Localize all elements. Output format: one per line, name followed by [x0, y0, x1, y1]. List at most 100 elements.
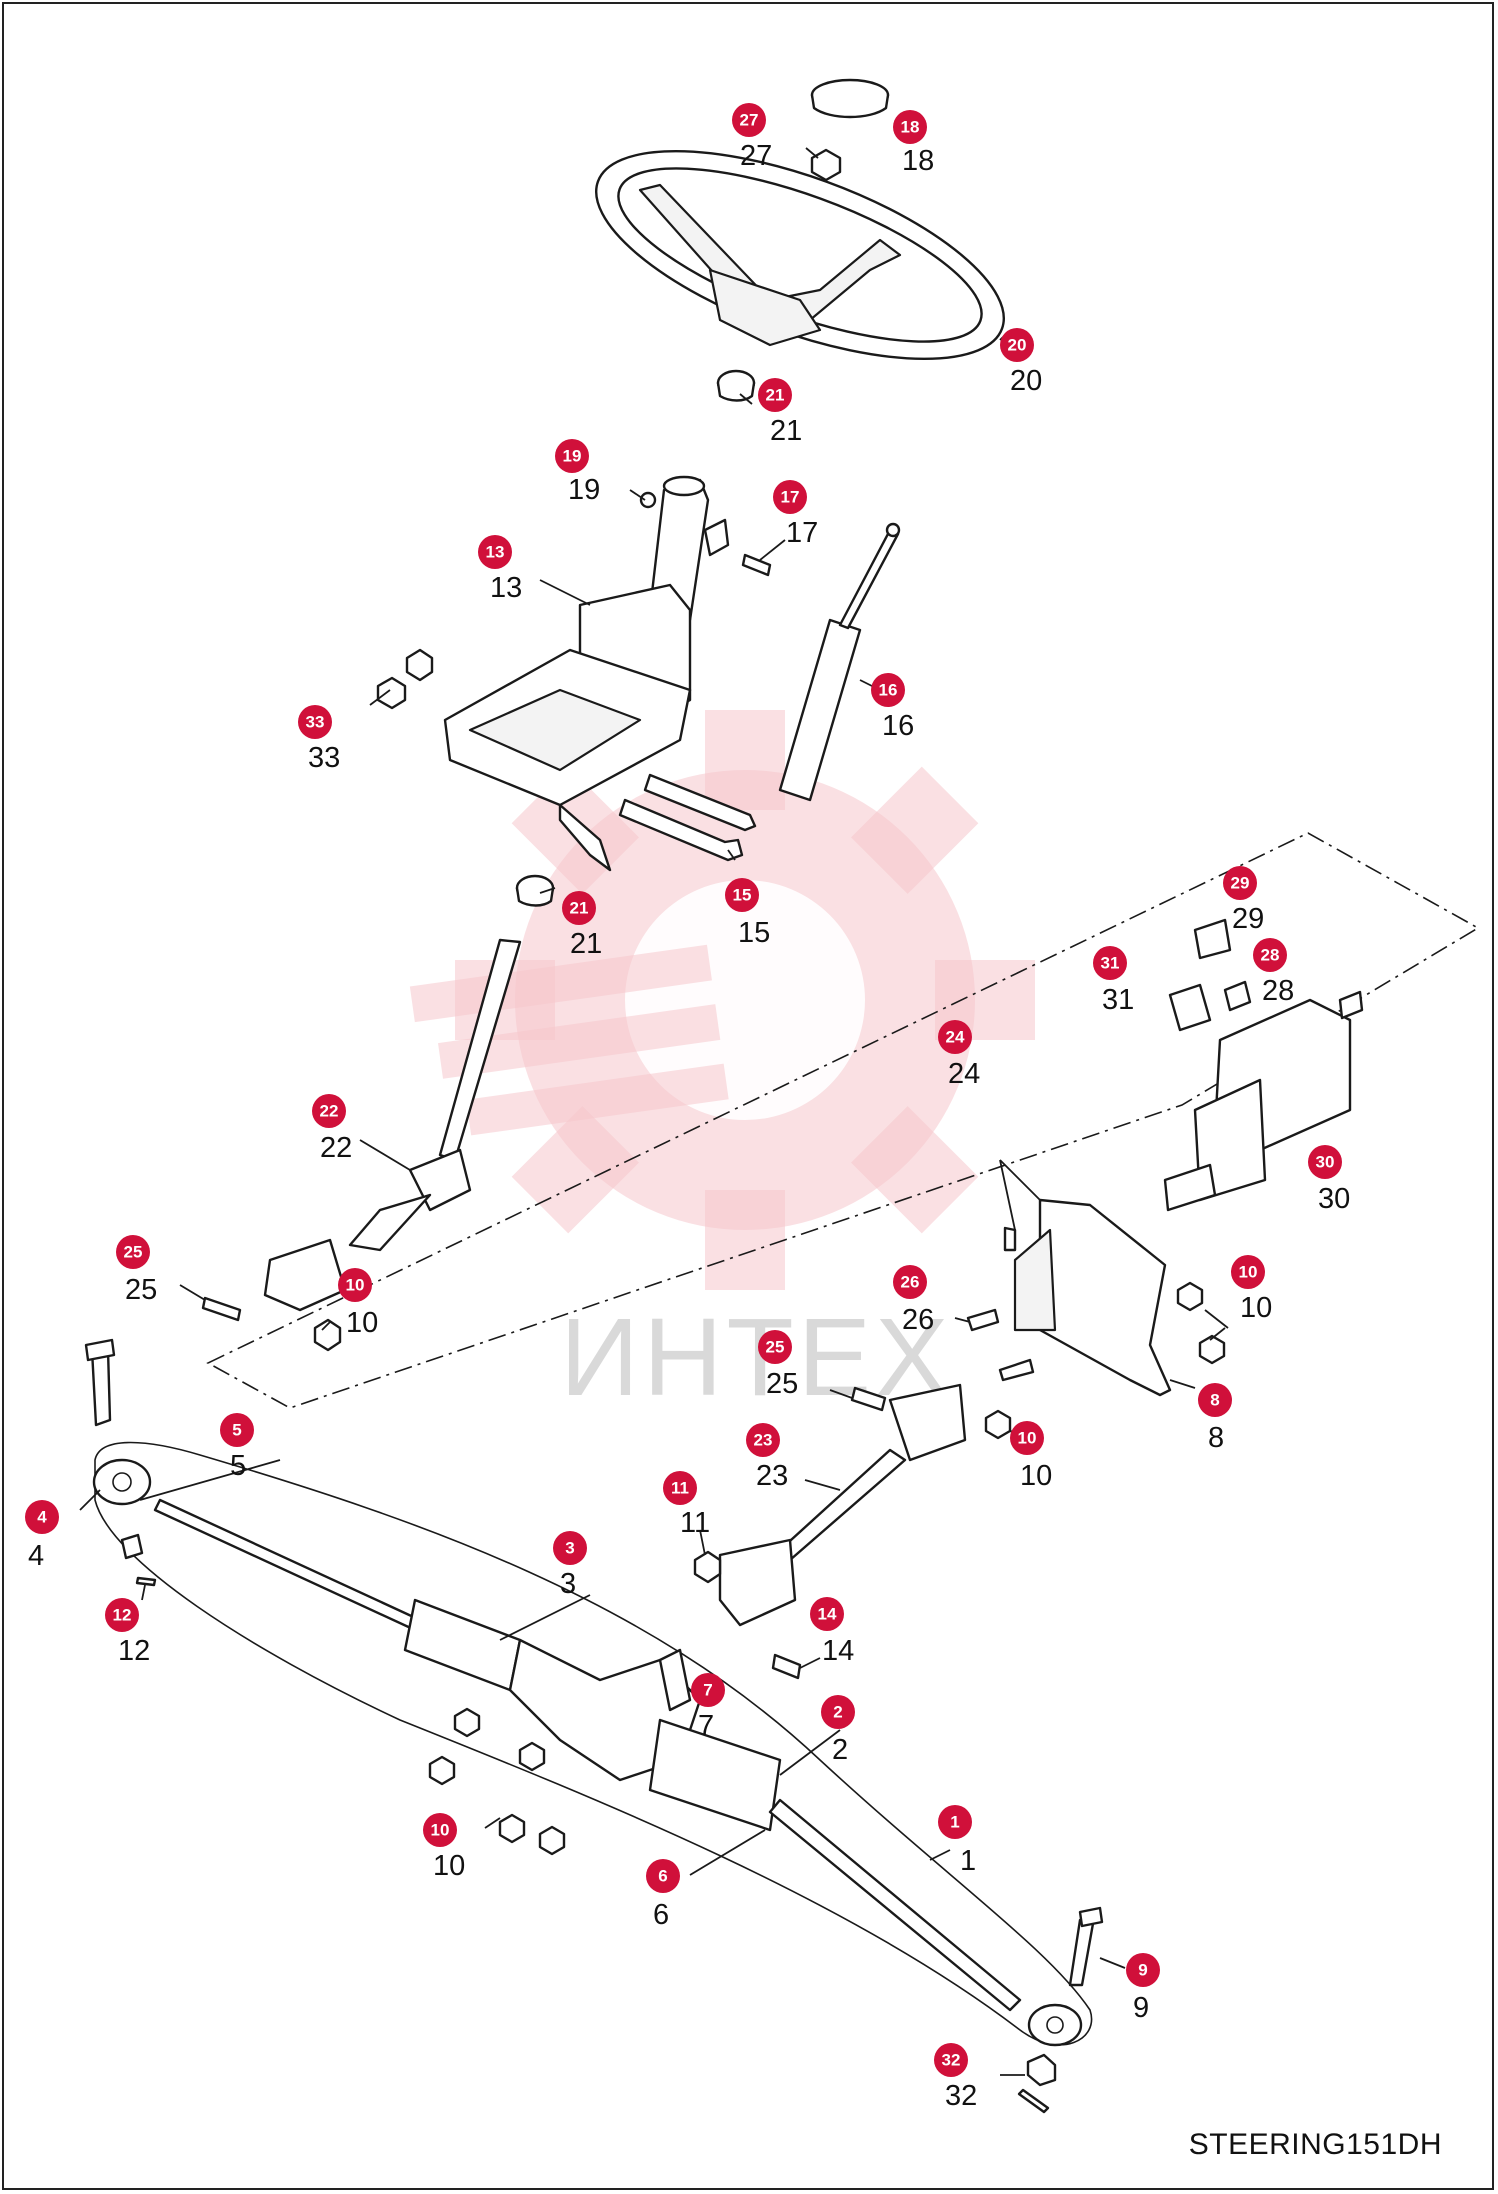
part-number-label: 22	[320, 1132, 352, 1164]
lower-shaft	[718, 1383, 967, 1627]
part-number-label: 29	[1232, 903, 1264, 935]
callout-badge	[116, 1235, 150, 1269]
part-number-label: 24	[948, 1058, 980, 1090]
callout-badge-number: 21	[766, 386, 785, 405]
part-number-label: 19	[568, 474, 600, 506]
nut-small-left	[120, 1533, 144, 1560]
callout-badge	[1223, 866, 1257, 900]
callout-badge-number: 10	[1239, 1263, 1258, 1282]
part-number-label: 10	[346, 1307, 378, 1339]
bolt-24	[1003, 1226, 1017, 1252]
callout-badge-number: 10	[1018, 1429, 1037, 1448]
part-number-label: 18	[902, 145, 934, 177]
part-number-label: 26	[902, 1304, 934, 1336]
part-number-label: 10	[1020, 1460, 1052, 1492]
callout-1: 11	[938, 1805, 976, 1877]
gas-spring-16	[778, 522, 901, 802]
part-number-label: 10	[433, 1850, 465, 1882]
callout-7: 77	[691, 1673, 725, 1742]
callout-badge	[732, 103, 766, 137]
intermediate-shaft	[263, 938, 522, 1312]
callout-badge-number: 9	[1138, 1961, 1147, 1980]
callout-badge	[773, 480, 807, 514]
callout-4: 44	[25, 1500, 59, 1572]
callout-badge-number: 25	[766, 1338, 785, 1357]
pin-32	[1017, 2088, 1050, 2114]
callout-badge-number: 31	[1101, 954, 1120, 973]
callout-5: 55	[220, 1413, 254, 1482]
callout-badge	[1231, 1255, 1265, 1289]
callout-badge-number: 7	[703, 1681, 712, 1700]
callout-6: 66	[646, 1859, 680, 1931]
part-number-label: 15	[738, 917, 770, 949]
part-number-label: 20	[1010, 365, 1042, 397]
part-number-label: 8	[1208, 1422, 1224, 1454]
callout-badge	[555, 439, 589, 473]
part-number-label: 5	[230, 1450, 246, 1482]
part-number-label: 23	[756, 1460, 788, 1492]
callout-30: 30 30	[1308, 1145, 1350, 1215]
callout-badge-number: 10	[346, 1276, 365, 1295]
motor-bracket	[1013, 1198, 1172, 1397]
callout-21: 21 21	[758, 378, 802, 447]
callout-badge	[938, 1020, 972, 1054]
part-number-label: 4	[28, 1540, 44, 1572]
part-number-label: 21	[770, 415, 802, 447]
long-bolt-15a	[643, 773, 757, 832]
callout-8: 88	[1198, 1383, 1232, 1454]
tie-rod-end-left	[92, 1458, 152, 1506]
callout-25: 25 25	[758, 1330, 798, 1400]
part-number-label: 9	[1133, 1992, 1149, 2024]
callout-badge-number: 28	[1261, 946, 1280, 965]
fitting-28	[1223, 980, 1252, 1012]
bolt-26	[966, 1308, 1000, 1332]
callout-badge-number: 24	[946, 1028, 965, 1047]
nut-10-mid	[984, 1409, 1012, 1440]
fitting-29	[1193, 918, 1232, 960]
callout-badge	[1010, 1421, 1044, 1455]
diagram-id-label: STEERING151DH	[1188, 2128, 1442, 2161]
bolt-4	[84, 1338, 116, 1427]
callout-badge-number: 30	[1316, 1153, 1335, 1172]
callout-badge	[553, 1531, 587, 1565]
callout-badge	[25, 1500, 59, 1534]
part-number-label: 3	[560, 1568, 576, 1600]
part-number-label: 10	[1240, 1292, 1272, 1324]
steering-rack	[153, 1498, 1022, 2012]
callout-layer: 1122334455667788991010111112121313141415…	[25, 103, 1350, 2112]
bolt-25-left	[201, 1296, 242, 1322]
callout-2: 22	[821, 1695, 855, 1766]
steering-wheel	[595, 149, 1005, 361]
callout-badge	[1253, 938, 1287, 972]
part-number-label: 2	[832, 1734, 848, 1766]
callout-badge	[105, 1598, 139, 1632]
horn-cap	[810, 78, 890, 119]
part-number-label: 25	[125, 1274, 157, 1306]
nut-10-rack-b	[518, 1741, 546, 1772]
part-number-label: 30	[1318, 1183, 1350, 1215]
part-number-label: 1	[960, 1845, 976, 1877]
part-number-label: 27	[740, 140, 772, 172]
callout-badge	[934, 2043, 968, 2077]
part-number-label: 25	[766, 1368, 798, 1400]
callout-badge	[338, 1268, 372, 1302]
callout-badge	[1126, 1953, 1160, 1987]
callout-badge	[821, 1695, 855, 1729]
callout-24: 24 24	[938, 1020, 980, 1090]
callout-badge	[1000, 328, 1034, 362]
callout-badge	[725, 878, 759, 912]
part-number-label: 13	[490, 572, 522, 604]
callout-badge-number: 3	[565, 1539, 574, 1558]
callout-badge-number: 2	[833, 1703, 842, 1722]
